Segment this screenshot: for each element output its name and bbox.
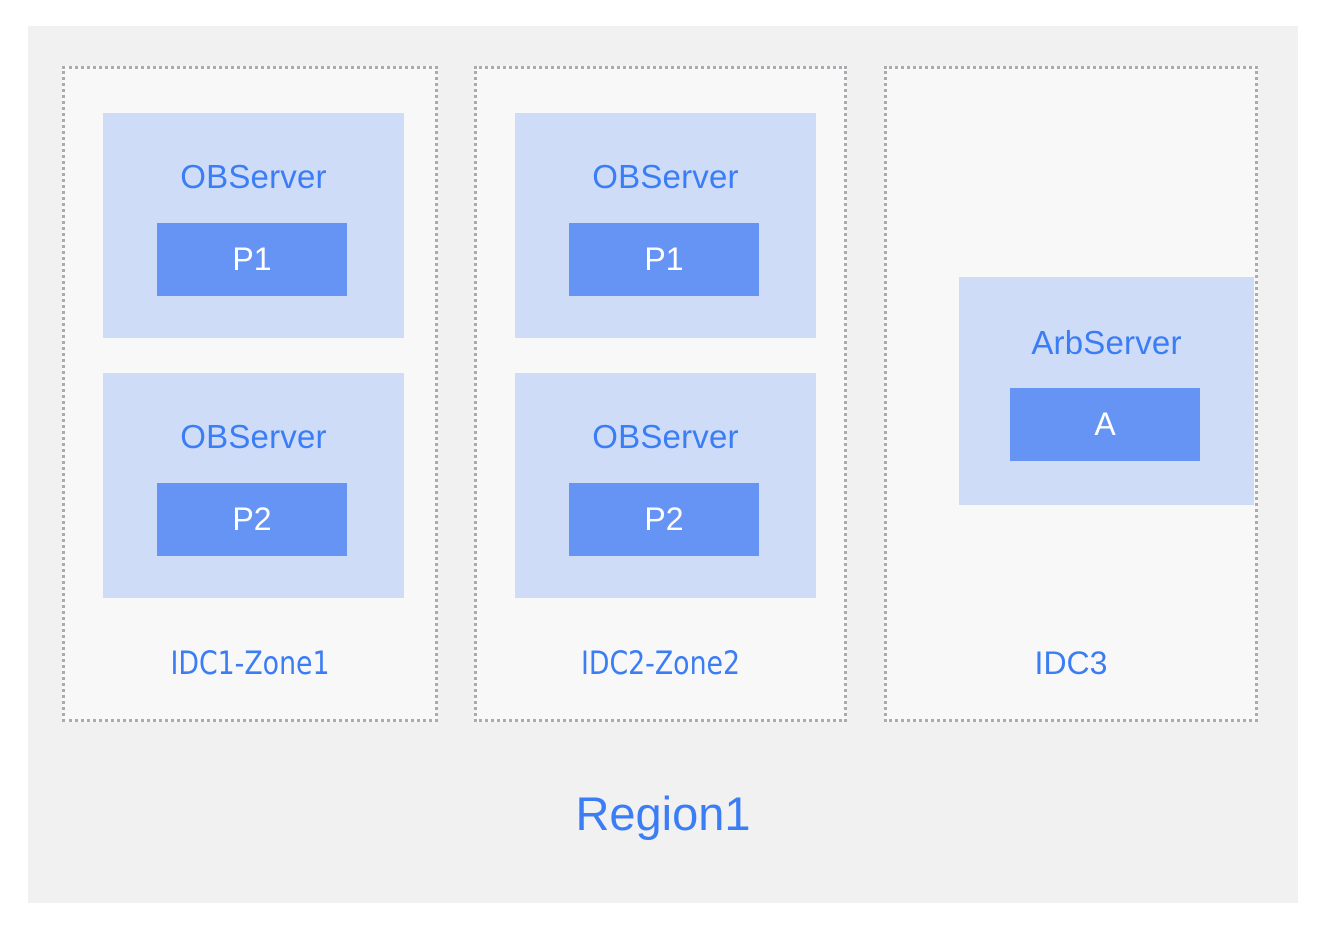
partition-chip-p2: P2 bbox=[569, 483, 759, 556]
server-card-idc1-observer-p2: OBServer P2 bbox=[103, 373, 404, 598]
partition-chip-p2: P2 bbox=[157, 483, 347, 556]
server-title: OBServer bbox=[180, 158, 327, 195]
server-card-idc1-observer-p1: OBServer P1 bbox=[103, 113, 404, 338]
server-card-idc2-observer-p1: OBServer P1 bbox=[515, 113, 816, 338]
zone-idc3: ArbServer A IDC3 bbox=[884, 66, 1258, 722]
partition-chip-p1: P1 bbox=[569, 223, 759, 296]
server-card-idc3-arbserver: ArbServer A bbox=[959, 277, 1254, 505]
zone-idc1: OBServer P1 OBServer P2 IDC1-Zone1 bbox=[62, 66, 438, 722]
server-title: OBServer bbox=[592, 418, 739, 455]
zone-label-idc2: IDC2-Zone2 bbox=[580, 644, 741, 682]
partition-chip-p1: P1 bbox=[157, 223, 347, 296]
region-title: Region1 bbox=[575, 787, 751, 840]
server-card-idc2-observer-p2: OBServer P2 bbox=[515, 373, 816, 598]
server-title: OBServer bbox=[592, 158, 739, 195]
arbitration-chip-a: A bbox=[1010, 388, 1200, 461]
server-title: ArbServer bbox=[1031, 324, 1182, 361]
zone-label-idc1: IDC1-Zone1 bbox=[170, 644, 330, 682]
region-panel: OBServer P1 OBServer P2 IDC1-Zone1 OBSer… bbox=[28, 26, 1298, 903]
zone-idc2: OBServer P1 OBServer P2 IDC2-Zone2 bbox=[474, 66, 847, 722]
zone-label-idc3: IDC3 bbox=[1034, 645, 1108, 681]
server-title: OBServer bbox=[180, 418, 327, 455]
